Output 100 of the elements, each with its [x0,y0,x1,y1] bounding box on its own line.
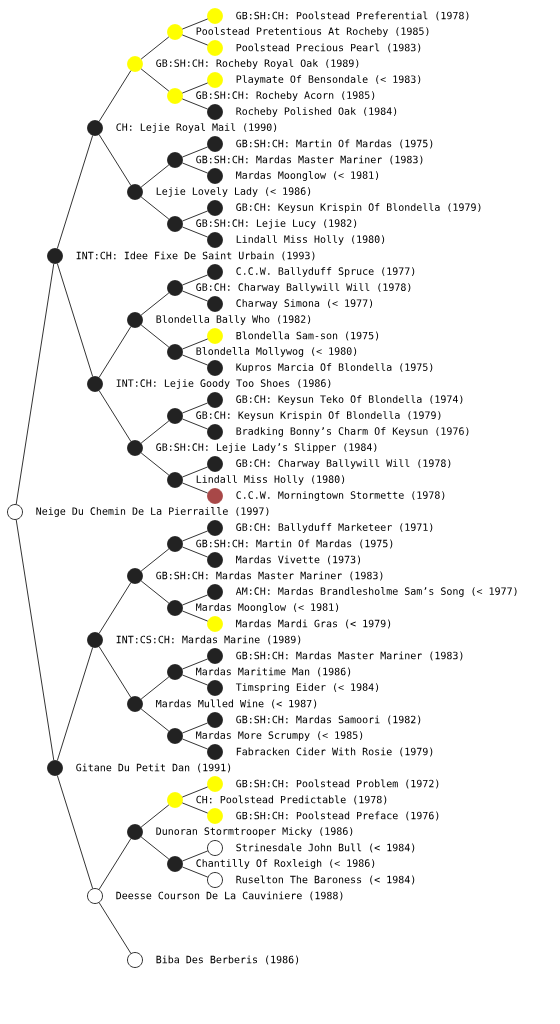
dog-name: GB:CH: Keysun Teko Of Blondella (1974) [236,395,463,405]
dog-name: GB:SH:CH: Poolstead Preface (1976) [236,811,439,821]
connector-line [140,676,170,700]
connector-line [56,135,94,249]
connector-line [140,548,170,572]
dog-name: GB:SH:CH: Martin Of Mardas (1975) [196,539,393,549]
connector-line [140,324,170,348]
dog-name: Mardas Mardi Gras (< 1979) [236,619,391,629]
dog-name: Lindall Miss Holly (1980) [196,475,345,485]
dog-name: C.C.W. Morningtown Stormette (1978) [236,491,445,501]
connector-line [98,326,132,378]
dog-name: INT:CH: Lejie Goody Too Shoes (1986) [116,379,331,389]
dog-name: GB:SH:CH: Rocheby Royal Oak (1989) [156,59,359,69]
dog-name: GB:SH:CH: Lejie Lucy (1982) [196,219,357,229]
connector-line [181,610,209,622]
connector-line [98,646,132,698]
connector-line [15,519,55,761]
connector-line [181,722,209,734]
dog-name: GB:SH:CH: Poolstead Problem (1972) [236,779,439,789]
connector-line [181,290,209,302]
connector-line [181,226,209,238]
dog-name: Blondella Sam-son (1975) [236,331,379,341]
dog-name: CH: Poolstead Predictable (1978) [196,795,387,805]
dog-name: Playmate Of Bensondale (< 1983) [236,75,421,85]
dog-name: Neige Du Chemin De La Pierraille (1997) [36,507,269,517]
connector-line [140,836,170,860]
dog-name: Lindall Miss Holly (1980) [236,235,385,245]
dog-name: Chantilly Of Roxleigh (< 1986) [196,859,375,869]
connector-line [98,134,132,186]
connector-line [98,390,132,442]
connector-line [98,902,132,954]
dog-name: GB:SH:CH: Mardas Master Mariner (1983) [156,571,383,581]
dog-name: Strinesdale John Bull (< 1984) [236,843,415,853]
dog-name: Mardas Moonglow (< 1981) [196,603,339,613]
dog-name: Gitane Du Petit Dan (1991) [76,763,231,773]
connector-line [181,402,209,414]
connector-line [140,804,170,828]
dog-name: Poolstead Pretentious At Rocheby (1985) [196,27,429,37]
connector-line [181,850,209,862]
connector-line [181,802,209,814]
dog-name: GB:CH: Charway Ballywill Will (1978) [236,459,451,469]
dog-name: GB:SH:CH: Mardas Samoori (1982) [236,715,421,725]
dog-name: Mardas More Scrumpy (< 1985) [196,731,363,741]
connector-line [140,164,170,188]
connector-line [98,582,132,634]
connector-line [56,775,94,889]
dog-name: CH: Lejie Royal Mail (1990) [116,123,277,133]
connector-line [181,354,209,366]
connector-line [181,466,209,478]
dog-name: GB:SH:CH: Lejie Lady’s Slipper (1984) [156,443,377,453]
connector-line [181,738,209,750]
dog-name: Fabracken Cider With Rosie (1979) [236,747,433,757]
connector-line [181,146,209,158]
dog-name: GB:CH: Keysun Krispin Of Blondella (1979) [196,411,441,421]
connector-line [140,292,170,316]
dog-name: GB:CH: Charway Ballywill Will (1978) [196,283,411,293]
dog-name: INT:CH: Idee Fixe De Saint Urbain (1993) [76,251,315,261]
dog-name: Mardas Maritime Man (1986) [196,667,351,677]
connector-line [140,420,170,444]
dog-name: GB:CH: Ballyduff Marketeer (1971) [236,523,433,533]
connector-line [140,580,170,604]
connector-line [56,263,94,377]
dog-name: Mardas Vivette (1973) [236,555,361,565]
dog-name: Kupros Marcia Of Blondella (1975) [236,363,433,373]
connector-line [181,34,209,46]
dog-name: Lejie Lovely Lady (< 1986) [156,187,311,197]
dog-name: Charway Simona (< 1977) [236,299,373,309]
connector-line [181,18,209,30]
connector-line [181,594,209,606]
dog-name: AM:CH: Mardas Brandlesholme Sam’s Song (< 1977) [235,587,517,597]
connector-line [15,263,55,505]
connector-line [181,338,209,350]
dog-name: Bradking Bonny’s Charm Of Keysun (1976) [236,427,469,437]
connector-line [181,866,209,878]
dog-name: GB:SH:CH: Poolstead Preferential (1978) [236,11,469,21]
connector-line [140,452,170,476]
connector-line [181,210,209,222]
connector-line [181,418,209,430]
dog-name: C.C.W. Ballyduff Spruce (1977) [236,267,415,277]
dog-name: Dunoran Stormtrooper Micky (1986) [156,827,353,837]
dog-name: INT:CS:CH: Mardas Marine (1989) [116,635,301,645]
dog-name: Ruselton The Baroness (< 1984) [236,875,415,885]
connector-line [140,36,170,60]
dog-name: GB:SH:CH: Mardas Master Mariner (1983) [236,651,463,661]
dog-name: GB:SH:CH: Martin Of Mardas (1975) [236,139,433,149]
connector-line [56,647,94,761]
connector-line [181,274,209,286]
dog-name: Timspring Eider (< 1984) [235,683,379,693]
dog-name: Rocheby Polished Oak (1984) [236,107,397,117]
connector-line [181,530,209,542]
connector-line [181,482,209,494]
dog-name: Mardas Mulled Wine (< 1987) [156,699,317,709]
dog-name: Mardas Moonglow (< 1981) [236,171,379,181]
dog-name: Poolstead Precious Pearl (1983) [236,43,421,53]
connector-line [140,708,170,732]
connector-line [98,70,132,122]
dog-name: GB:CH: Keysun Krispin Of Blondella (1979) [236,203,481,213]
connector-line [181,546,209,558]
dog-name: GB:SH:CH: Rocheby Acorn (1985) [196,91,375,101]
connector-line [181,786,209,798]
